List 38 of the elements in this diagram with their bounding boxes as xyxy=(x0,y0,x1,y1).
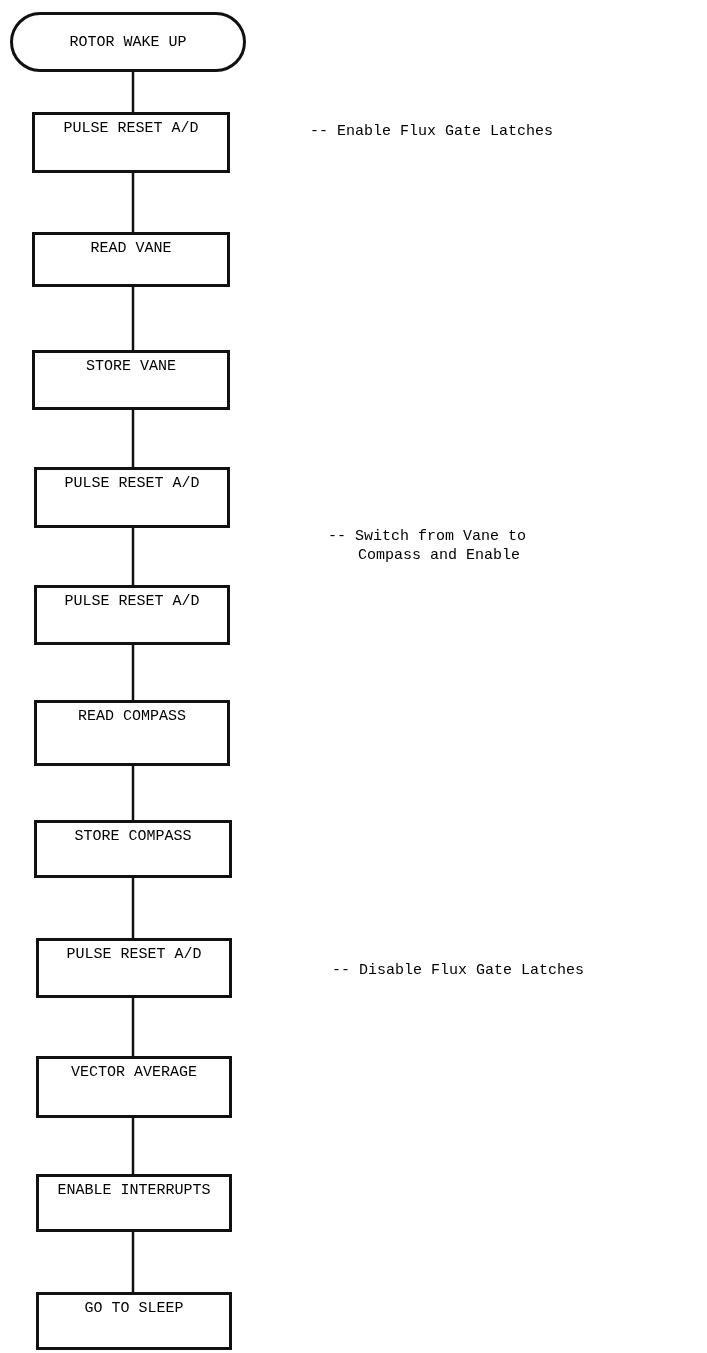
step-text: GO TO SLEEP xyxy=(83,1299,185,1318)
step-text: ENABLE INTERRUPTS xyxy=(56,1181,212,1200)
process-box xyxy=(32,112,230,173)
connector-line xyxy=(131,72,135,112)
process-box xyxy=(32,350,230,410)
connector-line xyxy=(131,645,135,700)
process-box xyxy=(36,1056,232,1118)
connector-line xyxy=(131,1232,135,1292)
step-text: READ VANE xyxy=(89,239,173,258)
step-text: PULSE RESET A/D xyxy=(62,119,200,138)
process-box xyxy=(36,1292,232,1350)
process-box xyxy=(36,938,232,998)
process-box xyxy=(34,467,230,528)
step-text: VECTOR AVERAGE xyxy=(70,1063,198,1082)
step-text: PULSE RESET A/D xyxy=(65,945,203,964)
process-box xyxy=(34,820,232,878)
step-text: ROTOR WAKE UP xyxy=(68,32,188,52)
connector-line xyxy=(131,998,135,1056)
annotation-note: -- Disable Flux Gate Latches xyxy=(332,961,586,980)
process-box xyxy=(32,232,230,287)
connector-line xyxy=(131,878,135,938)
step-text: STORE COMPASS xyxy=(73,827,193,846)
process-box xyxy=(36,1174,232,1232)
step-text: PULSE RESET A/D xyxy=(63,474,201,493)
step-text: READ COMPASS xyxy=(77,707,187,726)
step-text: STORE VANE xyxy=(85,357,177,376)
annotation-note: -- Enable Flux Gate Latches xyxy=(310,122,555,141)
step-text: PULSE RESET A/D xyxy=(63,592,201,611)
connector-line xyxy=(131,173,135,232)
connector-line xyxy=(131,287,135,350)
process-box xyxy=(34,585,230,645)
annotation-note: -- Switch from Vane to Compass and Enable xyxy=(328,527,528,565)
process-box xyxy=(34,700,230,766)
terminal-shape xyxy=(10,12,246,72)
connector-line xyxy=(131,410,135,467)
connector-line xyxy=(131,1118,135,1174)
connector-line xyxy=(131,528,135,585)
connector-line xyxy=(131,766,135,820)
